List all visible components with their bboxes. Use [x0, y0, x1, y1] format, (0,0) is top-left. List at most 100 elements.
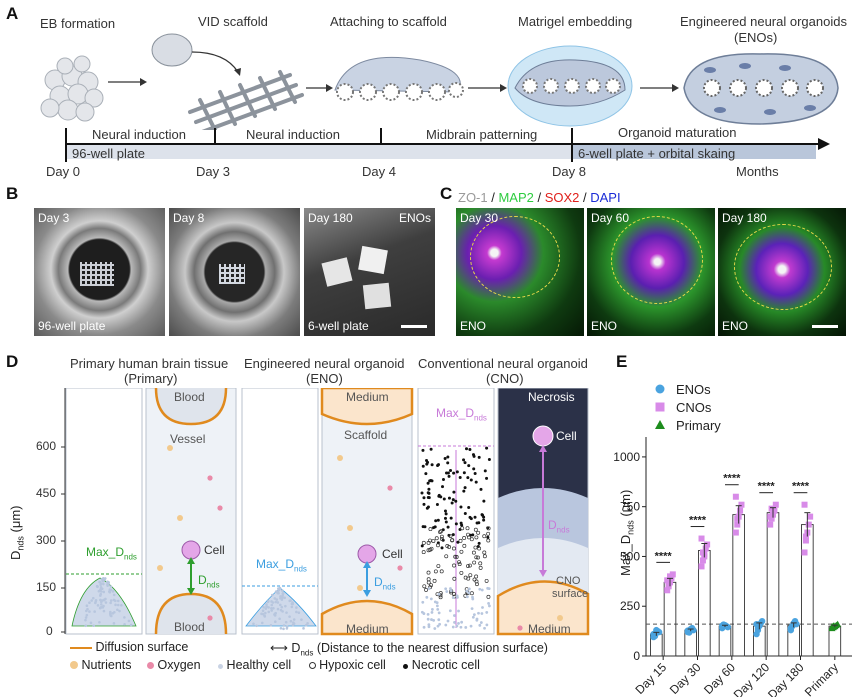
photo-c-day60-label: Day 60	[591, 211, 630, 225]
healthy-cell-dot	[291, 601, 294, 604]
necrotic-cell-dot	[422, 502, 426, 506]
hypoxic-cell-dot	[473, 527, 478, 532]
necrotic-cell-dot	[426, 481, 430, 485]
hypoxic-cell-dot	[436, 543, 440, 548]
d-label-eno: Dnds	[374, 575, 396, 592]
healthy-cell-dot	[451, 596, 455, 600]
x-tick-label: Day 30	[667, 660, 704, 697]
healthy-cell-dot	[478, 587, 482, 591]
necrotic-cell-dot	[454, 522, 458, 526]
healthy-cell-dot	[282, 627, 285, 631]
healthy-cell-dot	[295, 606, 298, 609]
hypoxic-cell-dot	[476, 555, 480, 560]
hypoxic-cell-dot	[439, 536, 444, 541]
data-point	[767, 521, 774, 528]
healthy-cell-dot	[297, 611, 301, 615]
hypoxic-cell-dot	[478, 561, 483, 566]
healthy-cell-dot	[436, 624, 440, 628]
hypoxic-cell-dot	[474, 555, 479, 560]
necrotic-cell-dot	[477, 521, 481, 525]
necrotic-cell-dot	[455, 470, 459, 474]
necrotic-cell-dot	[465, 447, 469, 451]
primary-scatter-box	[65, 388, 143, 635]
healthy-cell-dot	[109, 599, 113, 602]
healthy-cell-dot	[277, 587, 280, 590]
phase-neural-induction-2: Neural induction	[246, 127, 340, 142]
data-point	[801, 549, 808, 556]
healthy-cell-dot	[260, 621, 264, 625]
healthy-cell-dot	[449, 589, 453, 593]
hypoxic-cell-dot	[426, 580, 431, 585]
healthy-cell-dot	[432, 618, 436, 622]
photo-b-day3: Day 3 96-well plate	[34, 208, 165, 336]
plate-96-label: 96-well plate	[72, 146, 145, 161]
healthy-cell-dot	[300, 618, 303, 621]
necrotic-cell-dot	[462, 489, 466, 493]
hypoxic-cell-dot	[452, 576, 457, 581]
healthy-cell-dot	[108, 588, 112, 591]
healthy-cell-dot	[84, 618, 87, 622]
data-point	[664, 587, 671, 594]
hypoxic-cell-dot	[453, 554, 458, 559]
legend-label: Primary	[676, 418, 721, 433]
necrotic-cell-dot	[436, 518, 440, 522]
healthy-cell-dot	[430, 618, 433, 621]
photo-c-day180: Day 180 ENO	[718, 208, 846, 336]
medium-bottom	[320, 599, 414, 636]
plate-bar-6	[572, 145, 816, 159]
healthy-cell-dot	[292, 618, 296, 621]
healthy-cell-dot	[425, 595, 429, 599]
hypoxic-cell-dot	[421, 540, 426, 545]
hypoxic-cell-dot	[448, 534, 453, 538]
healthy-cell-dot	[270, 593, 274, 597]
necrotic-cell-dot	[434, 519, 438, 523]
title-eno-2: (ENO)	[306, 371, 343, 386]
legend-marker	[655, 384, 665, 394]
healthy-cell-dot	[276, 607, 280, 611]
healthy-cell-dot	[457, 609, 460, 613]
photo-b-day8: Day 8	[169, 208, 300, 336]
necrotic-cell-dot	[427, 487, 431, 491]
x-tick-label: Day 15	[632, 660, 669, 697]
healthy-cell-dot	[485, 611, 489, 614]
step-attaching: Attaching to scaffold	[330, 14, 447, 29]
necrotic-cell-dot	[441, 485, 445, 489]
hypoxic-cell-dot	[429, 583, 434, 588]
necrotic-cell-dot	[420, 544, 424, 548]
y-tick-label: 1000	[613, 450, 640, 464]
panel-b-label: B	[6, 184, 19, 203]
data-point	[653, 626, 660, 634]
photo-b-day3-label: Day 3	[38, 211, 70, 225]
data-point	[732, 529, 739, 536]
necrotic-cell-dot	[442, 497, 446, 501]
healthy-cell-dot	[90, 599, 93, 602]
healthy-cell-dot	[485, 623, 489, 627]
healthy-cell-dot	[274, 620, 277, 624]
legend-dnds-desc: (Distance to the nearest diffusion surfa…	[313, 641, 548, 655]
healthy-cell-dot	[472, 613, 476, 617]
healthy-cell-dot	[273, 597, 277, 600]
healthy-cell-dot	[426, 617, 430, 621]
healthy-cell-icon	[218, 664, 224, 669]
data-point	[805, 521, 812, 528]
scale-bar	[401, 325, 427, 328]
healthy-cell-dot	[446, 619, 450, 623]
healthy-cell-dot	[270, 600, 273, 603]
data-point	[768, 505, 775, 512]
hypoxic-cell-dot	[431, 539, 436, 543]
hypoxic-cell-dot	[473, 545, 478, 550]
healthy-cell-dot	[288, 615, 291, 618]
panel-e-label: E	[616, 352, 628, 371]
necrotic-cell-dot	[472, 467, 476, 471]
necrotic-cell-dot	[482, 518, 486, 522]
hypoxic-cell-icon	[308, 662, 316, 669]
healthy-cell-dot	[270, 607, 273, 610]
healthy-cell-dot	[469, 624, 473, 628]
necrotic-cell-dot	[449, 516, 453, 520]
necrotic-cell-dot	[462, 458, 466, 462]
data-point	[698, 535, 705, 542]
legend-marker	[655, 402, 665, 412]
legend-hypoxic: Hypoxic cell	[319, 658, 386, 672]
word-vessel: Vessel	[170, 432, 206, 446]
necrotic-cell-dot	[456, 540, 460, 544]
